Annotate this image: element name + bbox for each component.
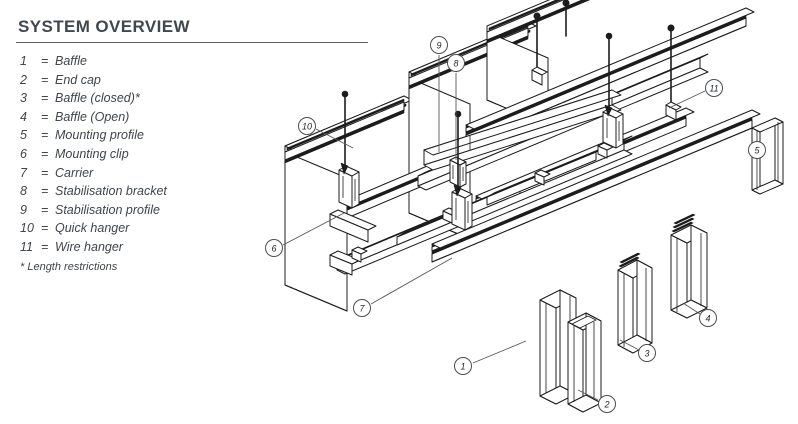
legend-item-number: 4 <box>20 109 27 124</box>
legend-item-equals: = <box>41 202 49 217</box>
legend-item: 1 = Baffle <box>20 52 372 71</box>
legend-item: 11 = Wire hanger <box>20 238 372 257</box>
legend-item: 9 = Stabilisation profile <box>20 201 372 220</box>
callout-9: 9 <box>430 36 448 54</box>
legend-item-number: 9 <box>20 202 27 217</box>
legend-item: 6 = Mounting clip <box>20 145 372 164</box>
wire-hanger-c <box>665 24 682 121</box>
callout-5-label: 5 <box>754 146 760 156</box>
wire-hanger-b <box>562 0 570 37</box>
callout-3-label: 3 <box>644 349 649 359</box>
legend-item-equals: = <box>41 109 49 124</box>
mounting-profile-main <box>431 109 784 263</box>
legend-item-number: 5 <box>20 128 27 143</box>
baffle-open-front <box>539 289 577 405</box>
mounting-clip-d <box>597 142 614 159</box>
stabilisation-bracket <box>449 156 467 188</box>
carrier-rail-4 <box>486 147 604 206</box>
end-cap <box>567 312 602 413</box>
legend-item-number: 10 <box>20 221 34 236</box>
callout-11-label: 11 <box>709 84 718 94</box>
legend-item-label: Carrier <box>55 165 94 180</box>
legend-item-equals: = <box>41 165 49 180</box>
legend-item-equals: = <box>41 54 49 68</box>
legend-item-label: Mounting clip <box>55 146 129 161</box>
baffle-panel-back-right <box>486 0 591 127</box>
legend-item: 3 = Baffle (closed)* <box>20 89 372 108</box>
baffle-open-tall <box>670 213 708 319</box>
legend-item-number: 1 <box>20 54 27 68</box>
stabilisation-profile <box>423 89 622 171</box>
callout-1: 1 <box>454 357 472 375</box>
title-divider <box>16 42 368 43</box>
legend-item: 5 = Mounting profile <box>20 126 372 145</box>
legend-item: 8 = Stabilisation bracket <box>20 182 372 201</box>
callout-7-label: 7 <box>359 304 365 314</box>
callout-1-label: 1 <box>460 362 465 372</box>
carrier-rail-2 <box>417 53 709 191</box>
legend-item: 2 = End cap <box>20 71 372 90</box>
legend-item: 4 = Baffle (Open) <box>20 108 372 127</box>
quick-hanger-center <box>451 110 473 231</box>
legend-item-number: 8 <box>20 184 27 199</box>
legend-item-label: Wire hanger <box>55 239 123 254</box>
quick-hanger-right <box>602 32 624 149</box>
legend-item-label: End cap <box>55 72 101 87</box>
legend-item-number: 11 <box>20 239 33 254</box>
legend-item-equals: = <box>41 91 49 106</box>
legend-item-equals: = <box>41 221 49 236</box>
callout-2: 2 <box>598 395 616 413</box>
legend-item-label: Baffle (closed)* <box>55 91 140 106</box>
callout-3: 3 <box>638 344 656 362</box>
mounting-profile-upper <box>465 7 755 144</box>
legend-item: 7 = Carrier <box>20 164 372 183</box>
legend-panel: SYSTEM OVERVIEW 1 = Baffle 2 = End cap 3… <box>16 16 372 276</box>
legend-item-number: 6 <box>20 146 27 161</box>
baffle-foreground-left <box>486 298 502 404</box>
page-title: SYSTEM OVERVIEW <box>18 17 190 36</box>
callout-5: 5 <box>748 141 766 159</box>
legend-item-number: 3 <box>20 91 27 106</box>
callout-8-label: 8 <box>453 59 458 69</box>
callout-4: 4 <box>699 309 717 327</box>
legend-item-label: Baffle (Open) <box>55 109 130 124</box>
legend-item-label: Quick hanger <box>55 221 130 236</box>
legend-item: 10 = Quick hanger <box>20 219 372 238</box>
wire-hanger-a <box>531 12 548 86</box>
legend-item-number: 7 <box>20 165 27 180</box>
baffle-closed <box>617 252 653 354</box>
callout-11: 11 <box>705 79 723 97</box>
callout-8: 8 <box>447 54 465 72</box>
legend-footnote: * Length restrictions <box>20 260 118 273</box>
callout-7: 7 <box>353 299 371 317</box>
mounting-clip-c <box>534 169 551 186</box>
legend-item-number: 2 <box>20 72 27 87</box>
legend-item-equals: = <box>41 72 49 87</box>
legend-item-equals: = <box>41 184 49 199</box>
callout-9-label: 9 <box>436 41 441 51</box>
legend-item-equals: = <box>41 146 49 161</box>
legend-list: 1 = Baffle 2 = End cap 3 = Baffle (close… <box>16 52 372 257</box>
legend-item-equals: = <box>41 239 49 254</box>
mounting-clip-b <box>442 207 459 224</box>
baffle-panel-upper-left <box>408 21 537 240</box>
callout-4-label: 4 <box>705 314 710 324</box>
carrier-rail-3 <box>396 209 460 246</box>
mounting-profile-mid <box>475 107 695 215</box>
legend-item-label: Stabilisation bracket <box>55 184 167 199</box>
callout-2-label: 2 <box>603 400 609 410</box>
carrier-rail-1 <box>336 135 633 275</box>
legend-item-label: Baffle <box>55 54 87 68</box>
legend-item-label: Mounting profile <box>55 128 144 143</box>
legend-item-equals: = <box>41 128 49 143</box>
mounting-profile-end-4 <box>628 196 644 246</box>
legend-item-label: Stabilisation profile <box>55 202 160 217</box>
